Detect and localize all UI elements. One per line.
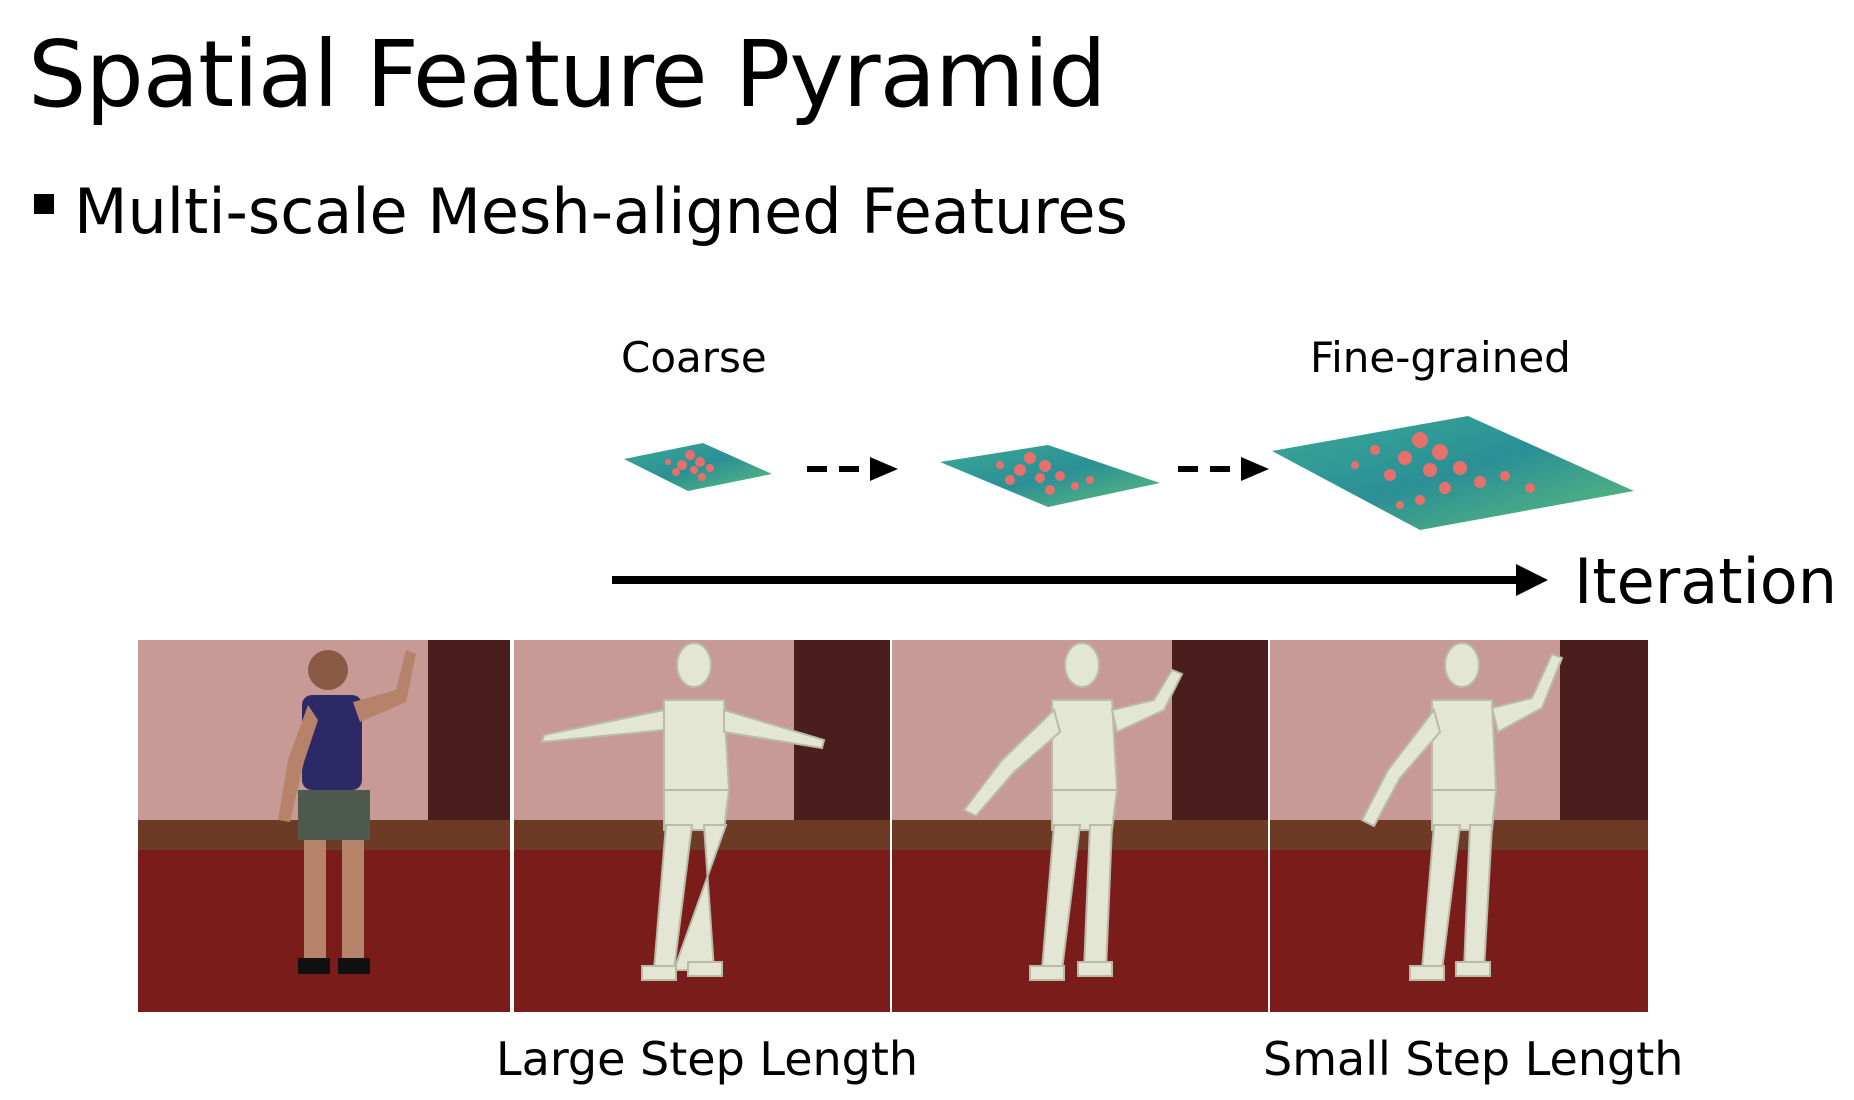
fine-grained-label: Fine-grained [1310,333,1571,382]
bullet-item: Multi-scale Mesh-aligned Features [34,176,1128,248]
small-step-length-label: Small Step Length [1263,1032,1684,1086]
feature-map-medium [940,445,1160,507]
feature-map-coarse [624,443,772,491]
bullet-text: Multi-scale Mesh-aligned Features [74,175,1128,248]
bullet-square-icon [34,194,54,214]
mesh-overlay-iteration-1 [514,640,890,1012]
dashed-arrow-icon [807,457,898,481]
mesh-overlay-iteration-2 [892,640,1268,1012]
pyramid-diagram [612,416,1634,596]
iteration-label: Iteration [1574,545,1837,618]
body-mesh [1360,642,1564,981]
feature-map-fine [1272,416,1634,530]
coarse-label: Coarse [621,333,767,382]
iteration-arrow-icon [612,564,1548,596]
body-mesh [540,642,826,981]
slide-title: Spatial Feature Pyramid [28,21,1107,128]
large-step-length-label: Large Step Length [496,1032,919,1086]
dashed-arrow-icon [1178,457,1269,481]
body-mesh [962,642,1184,981]
mesh-overlay-iteration-3 [1270,640,1648,1012]
person-figure [278,650,416,974]
input-photo [138,640,510,1012]
